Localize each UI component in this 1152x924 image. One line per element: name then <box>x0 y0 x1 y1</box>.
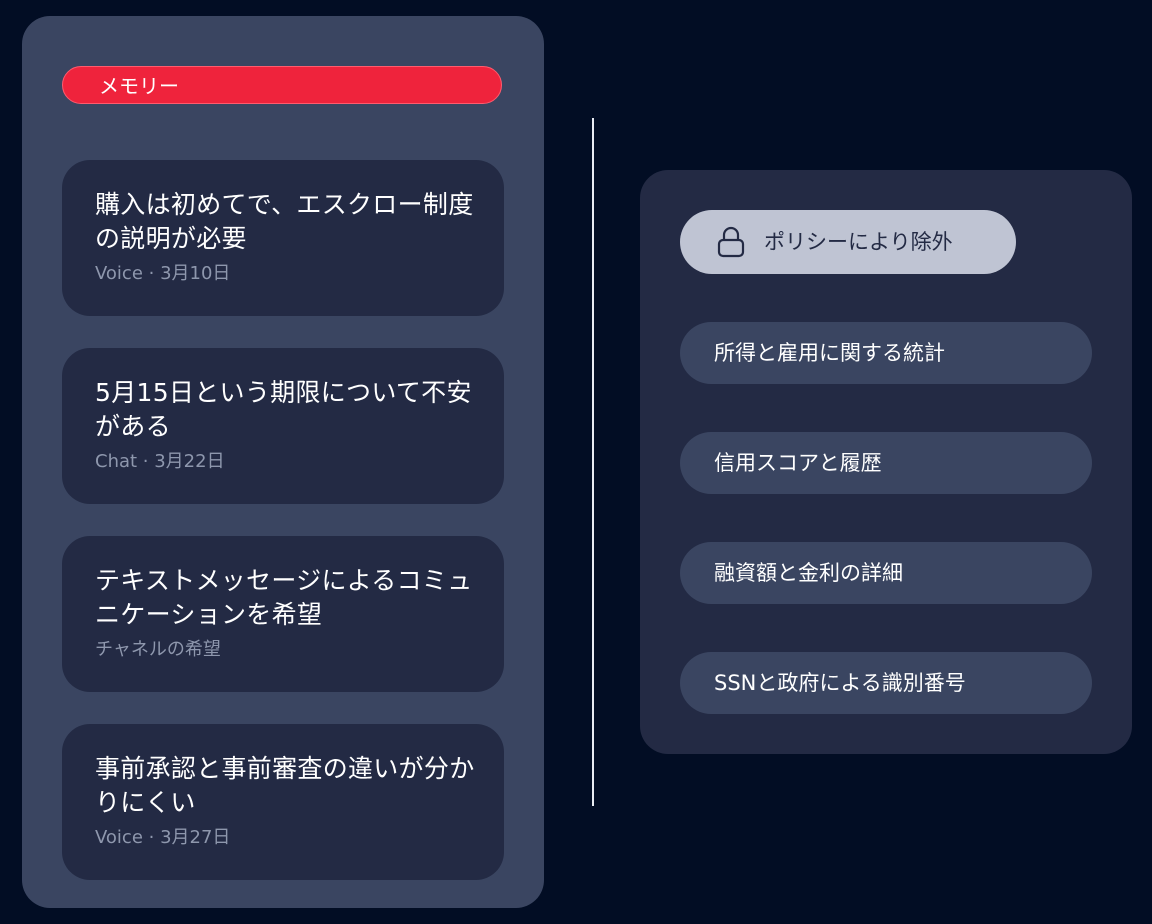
excluded-category-label: 信用スコアと履歴 <box>714 451 882 475</box>
memory-card[interactable]: 5月15日という期限について不安がある Chat · 3月22日 <box>62 348 504 504</box>
memory-panel: メモリー 購入は初めてで、エスクロー制度の説明が必要 Voice · 3月10日… <box>22 16 544 908</box>
memory-header-label: メモリー <box>99 74 179 98</box>
excluded-by-policy-chip: ポリシーにより除外 <box>680 210 1016 274</box>
memory-card-meta: Chat · 3月22日 <box>95 451 225 472</box>
excluded-category-label: SSNと政府による識別番号 <box>714 671 966 695</box>
excluded-category-chip: 所得と雇用に関する統計 <box>680 322 1092 384</box>
memory-card-meta: Voice · 3月27日 <box>95 827 231 848</box>
divider <box>592 118 594 806</box>
memory-card[interactable]: テキストメッセージによるコミュニケーションを希望 チャネルの希望 <box>62 536 504 692</box>
memory-card[interactable]: 購入は初めてで、エスクロー制度の説明が必要 Voice · 3月10日 <box>62 160 504 316</box>
memory-card-title: 購入は初めてで、エスクロー制度の説明が必要 <box>95 190 474 253</box>
lock-icon <box>716 226 746 258</box>
excluded-category-chip: 信用スコアと履歴 <box>680 432 1092 494</box>
excluded-by-policy-label: ポリシーにより除外 <box>764 230 953 254</box>
memory-card[interactable]: 事前承認と事前審査の違いが分かりにくい Voice · 3月27日 <box>62 724 504 880</box>
excluded-category-label: 融資額と金利の詳細 <box>714 561 903 585</box>
memory-card-title: 事前承認と事前審査の違いが分かりにくい <box>95 754 475 817</box>
memory-card-meta: Voice · 3月10日 <box>95 263 231 284</box>
policy-panel: ポリシーにより除外 所得と雇用に関する統計 信用スコアと履歴 融資額と金利の詳細… <box>640 170 1132 754</box>
excluded-category-chip: SSNと政府による識別番号 <box>680 652 1092 714</box>
memory-card-meta: チャネルの希望 <box>95 639 221 660</box>
memory-header-pill: メモリー <box>62 66 502 104</box>
excluded-category-chip: 融資額と金利の詳細 <box>680 542 1092 604</box>
memory-card-title: 5月15日という期限について不安がある <box>95 378 472 441</box>
memory-card-title: テキストメッセージによるコミュニケーションを希望 <box>95 566 473 629</box>
excluded-category-label: 所得と雇用に関する統計 <box>714 341 945 365</box>
